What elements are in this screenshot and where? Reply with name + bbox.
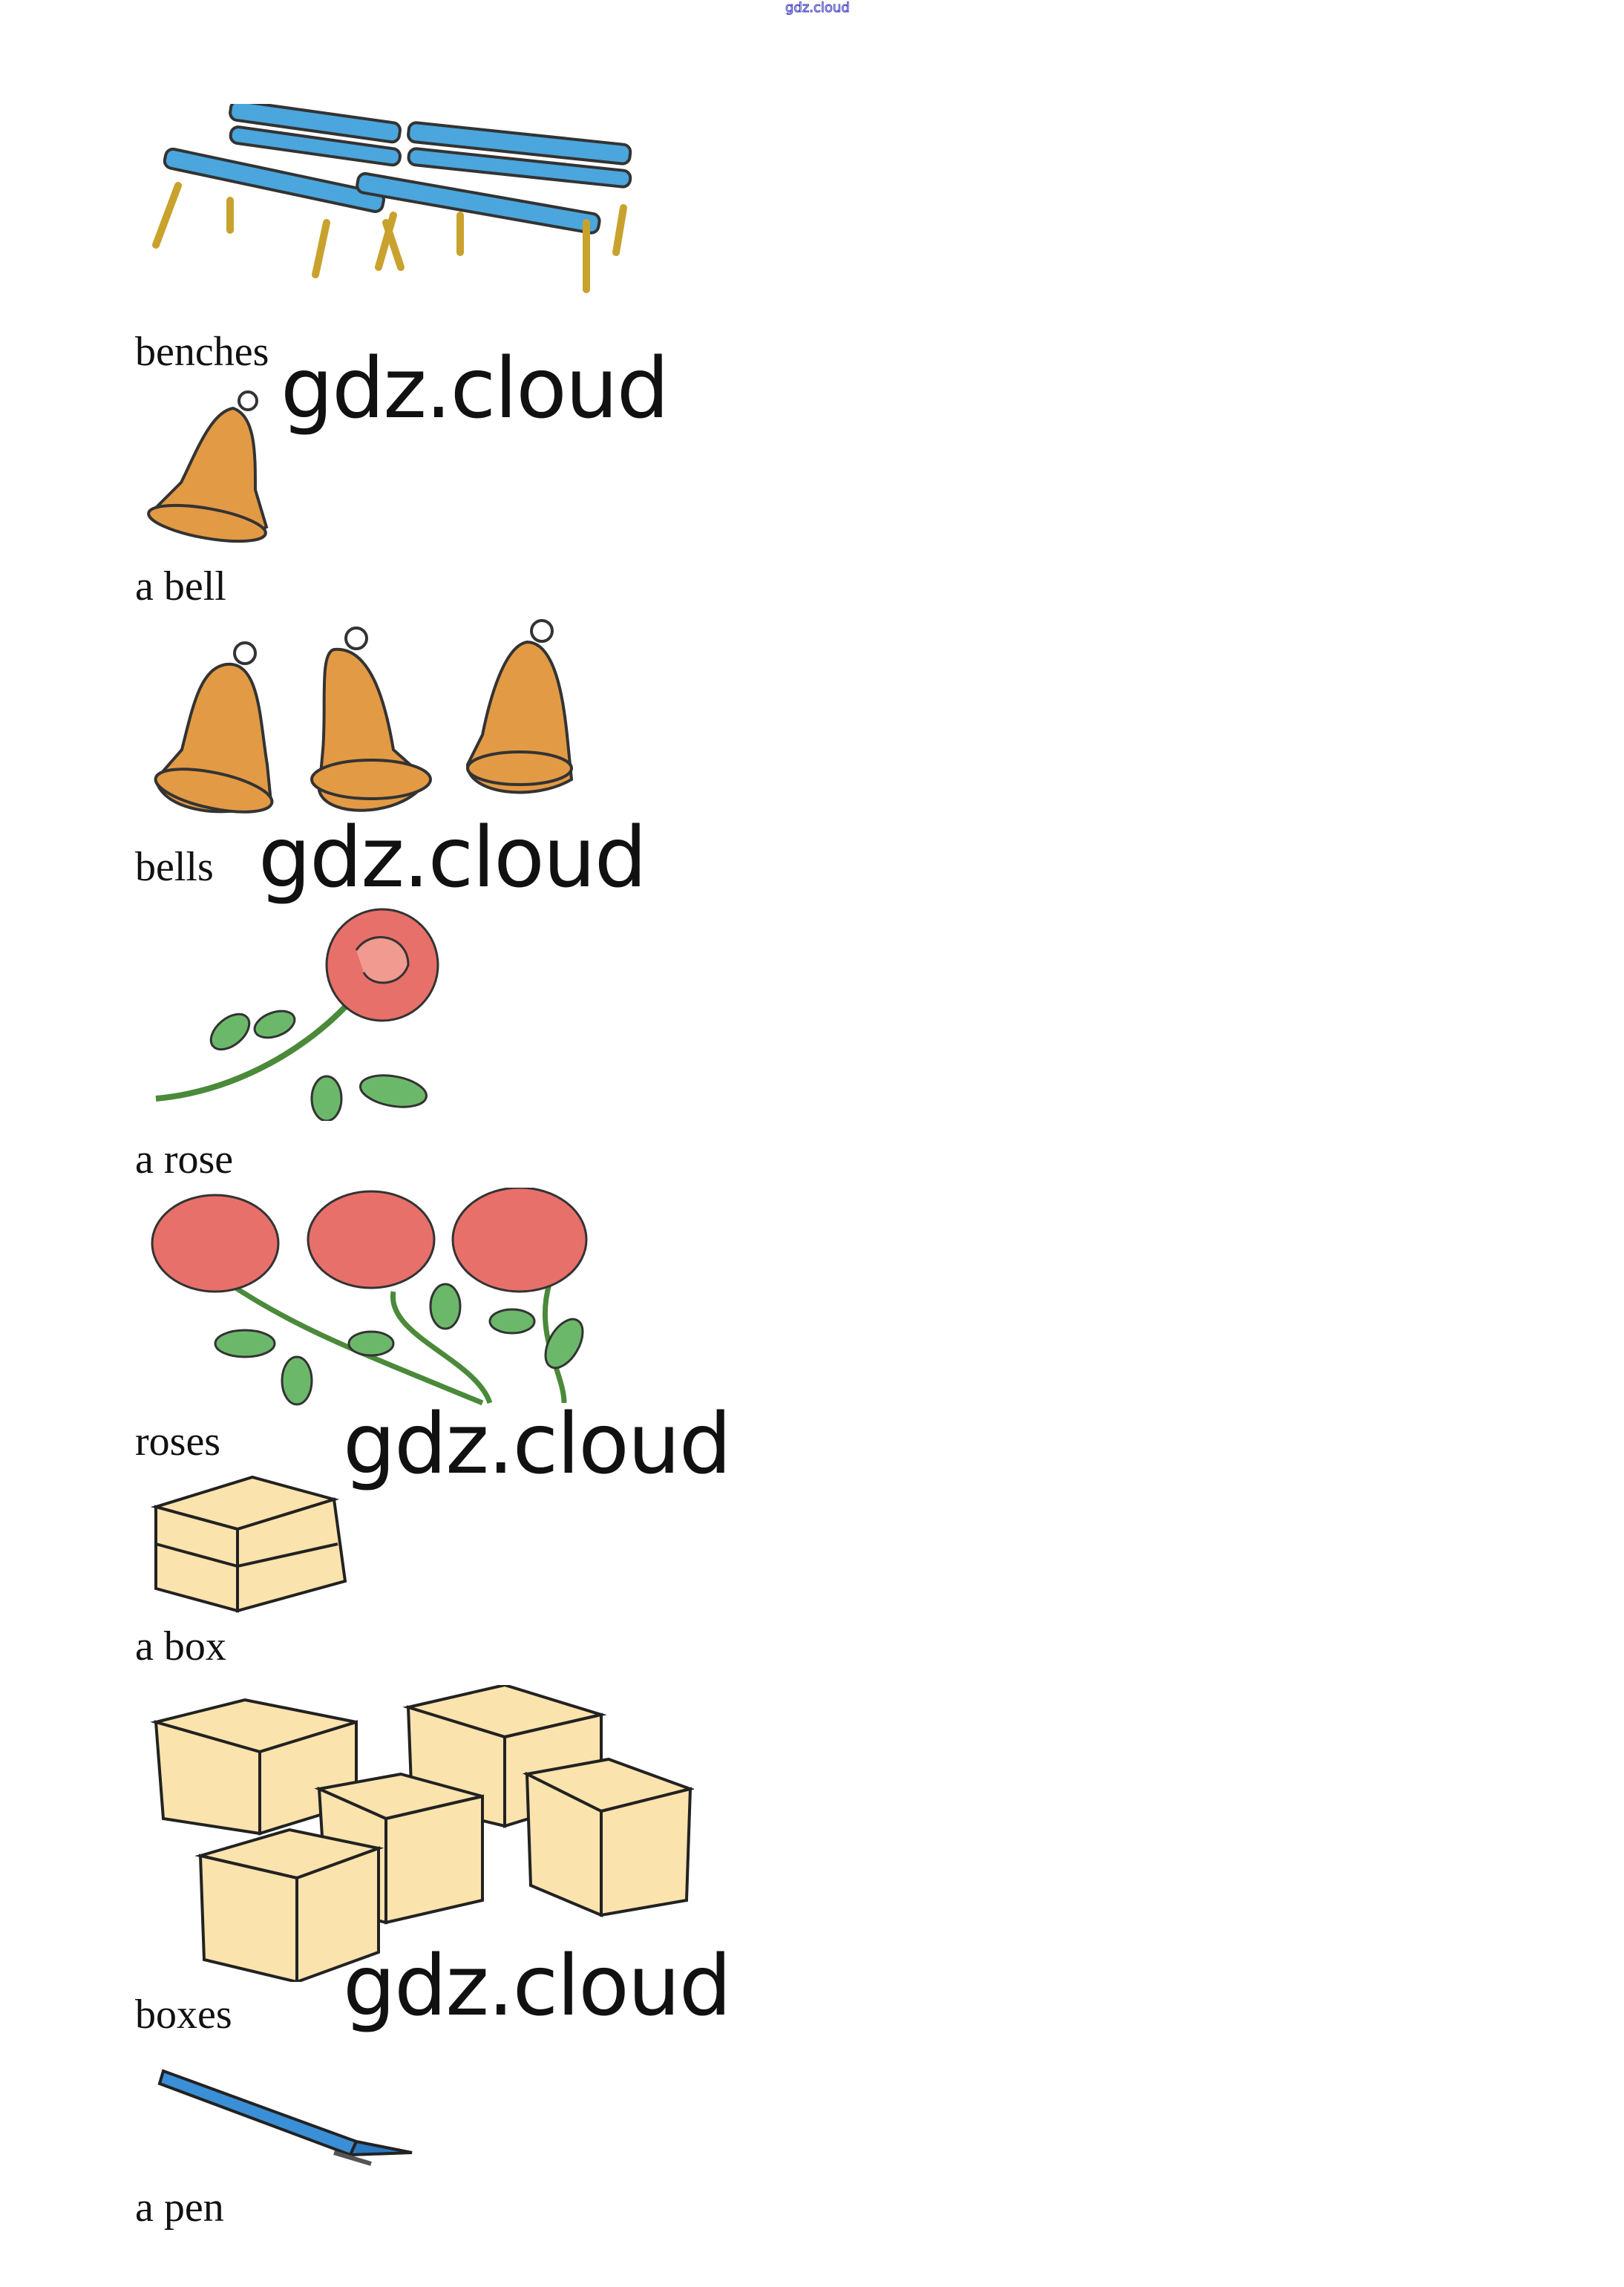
benches-picture	[152, 104, 632, 293]
label-roses: roses	[135, 1419, 221, 1465]
label-benches: benches	[135, 329, 269, 375]
header-watermark: gdz.cloud	[785, 0, 851, 16]
watermark: gdz.cloud	[343, 1396, 732, 1493]
pen-picture	[157, 2069, 413, 2166]
label-a-bell: a bell	[135, 563, 226, 609]
bell-picture	[147, 390, 269, 543]
roses-picture	[151, 1188, 588, 1406]
label-a-rose: a rose	[135, 1136, 234, 1182]
boxes-picture	[150, 1685, 694, 1982]
rose-picture	[155, 908, 439, 1121]
watermark: gdz.cloud	[281, 341, 669, 437]
watermark: gdz.cloud	[258, 810, 647, 906]
watermark: gdz.cloud	[343, 1938, 732, 2035]
bells-picture	[154, 619, 574, 814]
label-bells: bells	[135, 844, 214, 890]
label-boxes: boxes	[135, 1992, 232, 2038]
label-a-pen: a pen	[135, 2185, 224, 2231]
box-picture	[150, 1475, 347, 1613]
label-a-box: a box	[135, 1623, 226, 1669]
